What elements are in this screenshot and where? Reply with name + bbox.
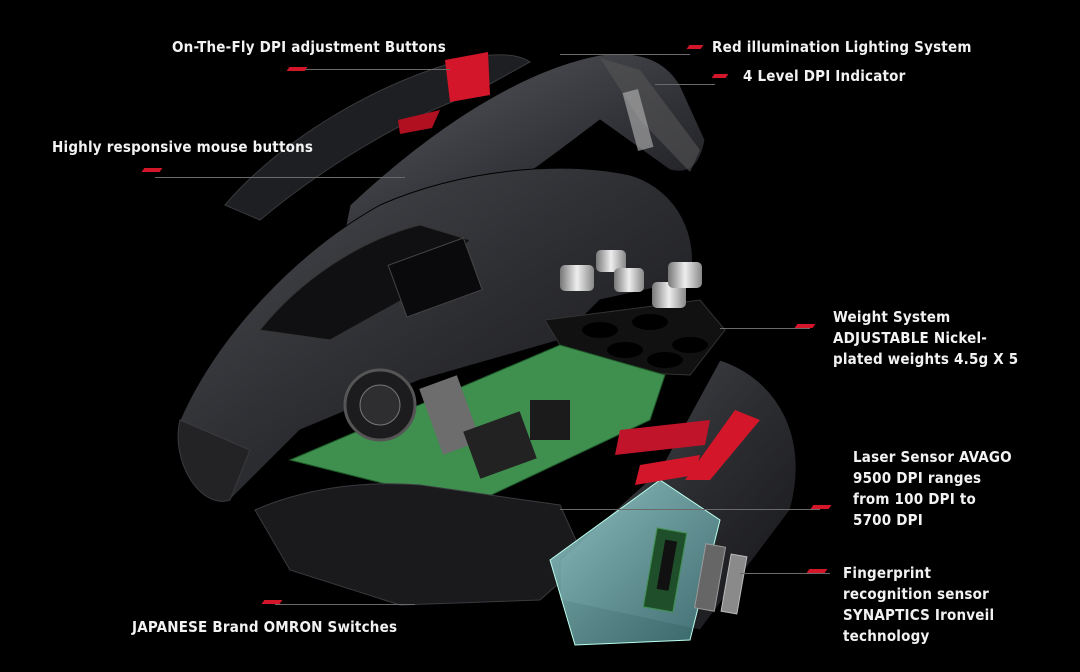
label-dpi-indicator: 4 Level DPI Indicator	[743, 67, 906, 85]
leader-fingerprint	[740, 573, 830, 574]
fingerprint-sensor-module	[642, 527, 748, 615]
marker-mouse-buttons	[141, 168, 163, 172]
fingerprint-line-2: recognition sensor	[843, 585, 989, 603]
label-red-lighting: Red illumination Lighting System	[712, 38, 972, 56]
fingerprint-line-4: technology	[843, 627, 930, 645]
laser-sensor-line-1: Laser Sensor AVAGO	[853, 448, 1012, 466]
leader-omron	[275, 604, 415, 605]
laser-sensor-line-3: from 100 DPI to	[853, 490, 976, 508]
leader-mouse-buttons	[155, 177, 405, 178]
middle-shell	[179, 167, 693, 501]
weight-system-line-3: plated weights 4.5g X 5	[833, 350, 1019, 368]
side-panel	[549, 359, 797, 646]
fingerprint-line-3: SYNAPTICS Ironveil	[843, 606, 995, 624]
leader-dpi-buttons	[300, 69, 450, 70]
leader-dpi-indicator	[655, 84, 715, 85]
laser-sensor-line-4: 5700 DPI	[853, 511, 923, 529]
label-dpi-buttons: On-The-Fly DPI adjustment Buttons	[172, 38, 446, 56]
laser-sensor-line-2: 9500 DPI ranges	[853, 469, 982, 487]
marker-dpi-indicator	[711, 74, 729, 78]
nickel-weights	[560, 250, 702, 308]
label-laser-sensor: Laser Sensor AVAGO 9500 DPI ranges from …	[853, 447, 1012, 531]
label-mouse-buttons: Highly responsive mouse buttons	[52, 138, 314, 156]
leader-red-lighting	[560, 54, 690, 55]
marker-dpi-buttons	[286, 67, 308, 71]
base-shell	[177, 419, 586, 606]
leader-weight-system	[720, 328, 810, 329]
pcb-board	[288, 344, 666, 506]
marker-red-lighting	[686, 45, 704, 49]
leader-laser-sensor	[560, 509, 820, 510]
marker-fingerprint	[806, 569, 828, 573]
weight-system-line-1: Weight System	[833, 308, 951, 326]
label-weight-system: Weight System ADJUSTABLE Nickel- plated …	[833, 307, 1018, 370]
marker-laser-sensor	[810, 505, 832, 509]
label-fingerprint: Fingerprint recognition sensor SYNAPTICS…	[843, 563, 994, 647]
fingerprint-line-1: Fingerprint	[843, 564, 932, 582]
marker-omron	[261, 600, 283, 604]
weight-system-line-2: ADJUSTABLE Nickel-	[833, 329, 988, 347]
marker-weight-system	[794, 324, 816, 328]
label-omron-switches: JAPANESE Brand OMRON Switches	[132, 618, 398, 636]
